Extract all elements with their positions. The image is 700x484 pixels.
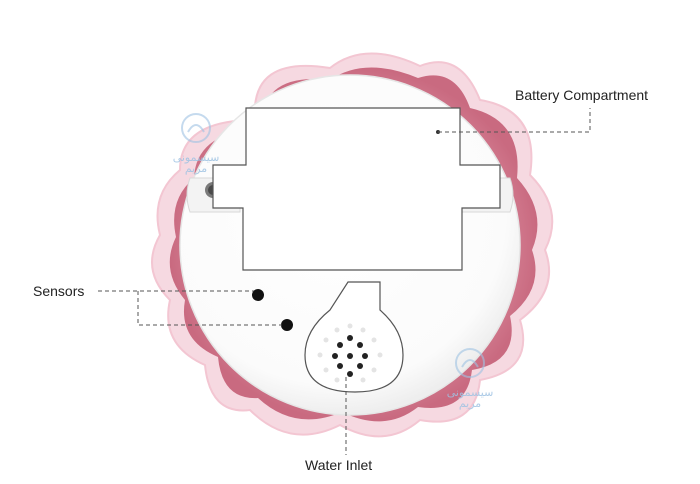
sensor-dot-2 [281,319,293,331]
watermark-line-2: مریم [184,162,208,175]
sensor-leader-2 [137,291,282,326]
sensor-dot-1 [252,289,264,301]
battery-compartment-label: Battery Compartment [515,87,649,103]
watermark-text: سیسمونی مریم [166,152,226,174]
watermark-text: سیسمونی مریم [440,387,500,409]
watermark-logo-icon [455,348,485,378]
watermark-line-2: مریم [458,397,482,410]
leader-lines [98,108,591,455]
water-inlet [304,281,404,393]
water-inlet-label: Water Inlet [305,457,373,473]
battery-leader [438,108,591,133]
sensors-label: Sensors [33,283,85,299]
watermark-line-1: سیسمونی [172,151,220,164]
battery-compartment [212,107,501,271]
watermark-logo-icon [181,113,211,143]
watermark-line-1: سیسمونی [446,386,494,399]
